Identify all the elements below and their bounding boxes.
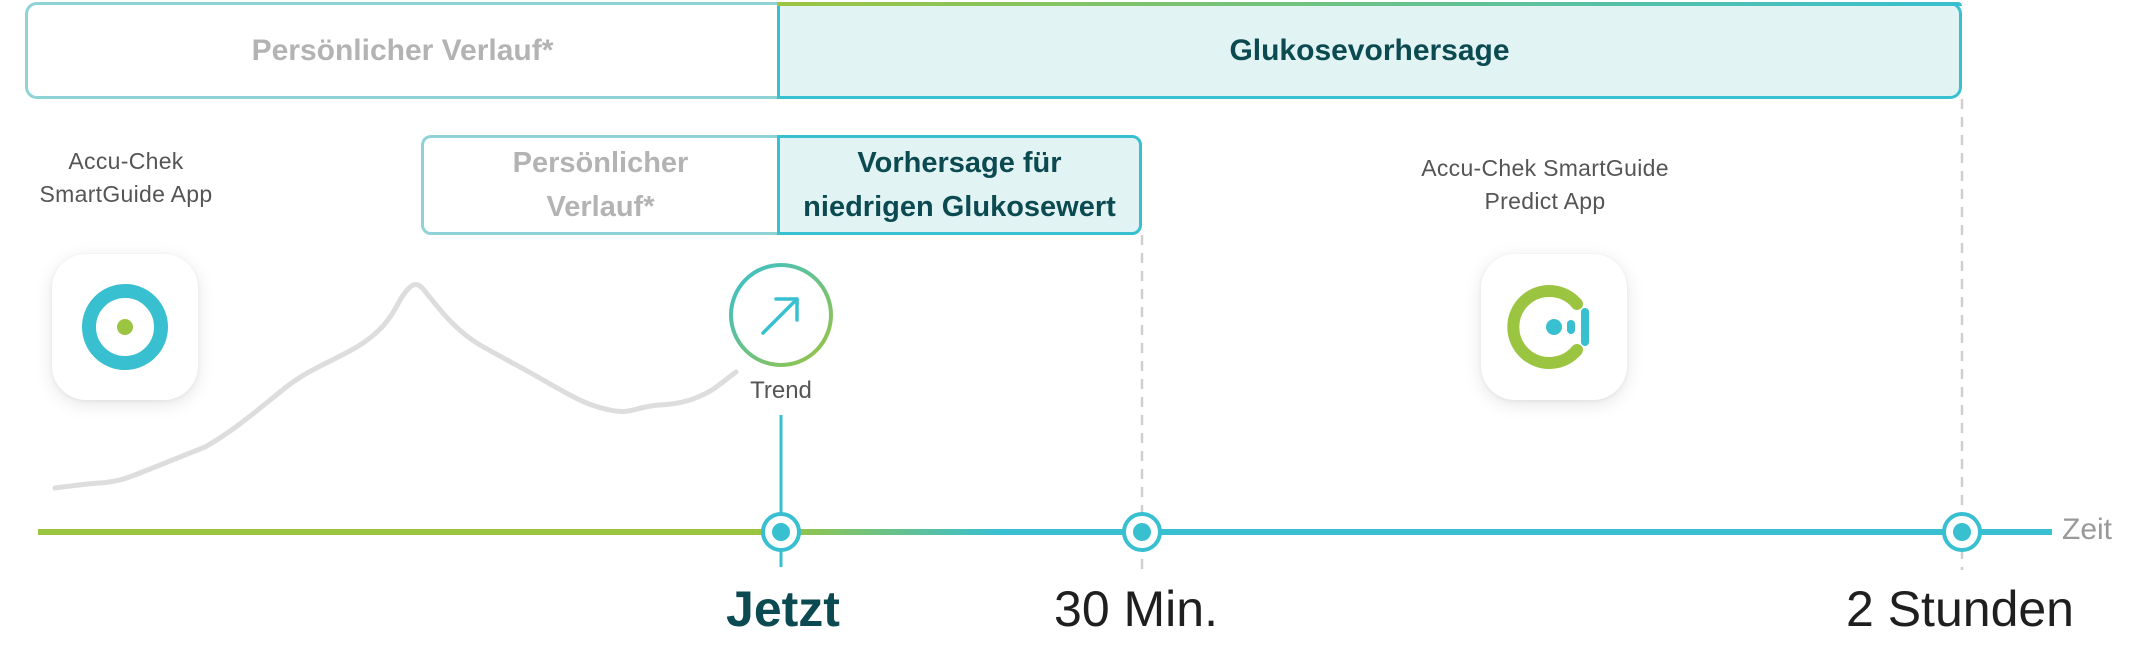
tick-label-30min: 30 Min. — [1054, 581, 1218, 637]
smartguide-app-label: Accu-Chek SmartGuide App — [39, 148, 213, 207]
predict-app-label: Accu-Chek SmartGuide Predict App — [1421, 155, 1669, 214]
marker-30min — [1122, 512, 1162, 552]
forecast-header-accent — [777, 2, 1962, 6]
personal-history-header: Persönlicher Verlauf* — [25, 2, 777, 99]
trend-label: Trend — [750, 377, 812, 404]
low-glucose-forecast-subheader: Vorhersage für niedrigen Glukosewert — [777, 135, 1142, 235]
marker-now — [761, 512, 801, 552]
predict-app-tile — [1481, 254, 1627, 400]
personal-history-subheader-line2: Verlauf* — [546, 191, 655, 223]
tick-label-now: Jetzt — [726, 581, 840, 637]
low-glucose-forecast-line1: Vorhersage für — [857, 147, 1062, 179]
smartguide-app-tile — [52, 254, 198, 400]
low-glucose-forecast-line2: niedrigen Glukosewert — [803, 191, 1116, 223]
trend-arrow-icon — [729, 263, 833, 367]
history-curve — [52, 282, 739, 491]
axis-label-time: Zeit — [2062, 513, 2113, 546]
personal-history-header-label: Persönlicher Verlauf* — [251, 33, 554, 67]
predict-app-icon — [1507, 285, 1589, 369]
marker-2h — [1942, 512, 1982, 552]
glucose-forecast-header: Glukosevorhersage — [777, 2, 1962, 99]
tick-label-2h: 2 Stunden — [1846, 581, 2074, 637]
smartguide-app-icon — [82, 284, 168, 370]
glucose-forecast-header-label: Glukosevorhersage — [1229, 33, 1510, 67]
personal-history-subheader-line1: Persönlicher — [512, 147, 689, 179]
personal-history-subheader: Persönlicher Verlauf* — [421, 135, 777, 235]
